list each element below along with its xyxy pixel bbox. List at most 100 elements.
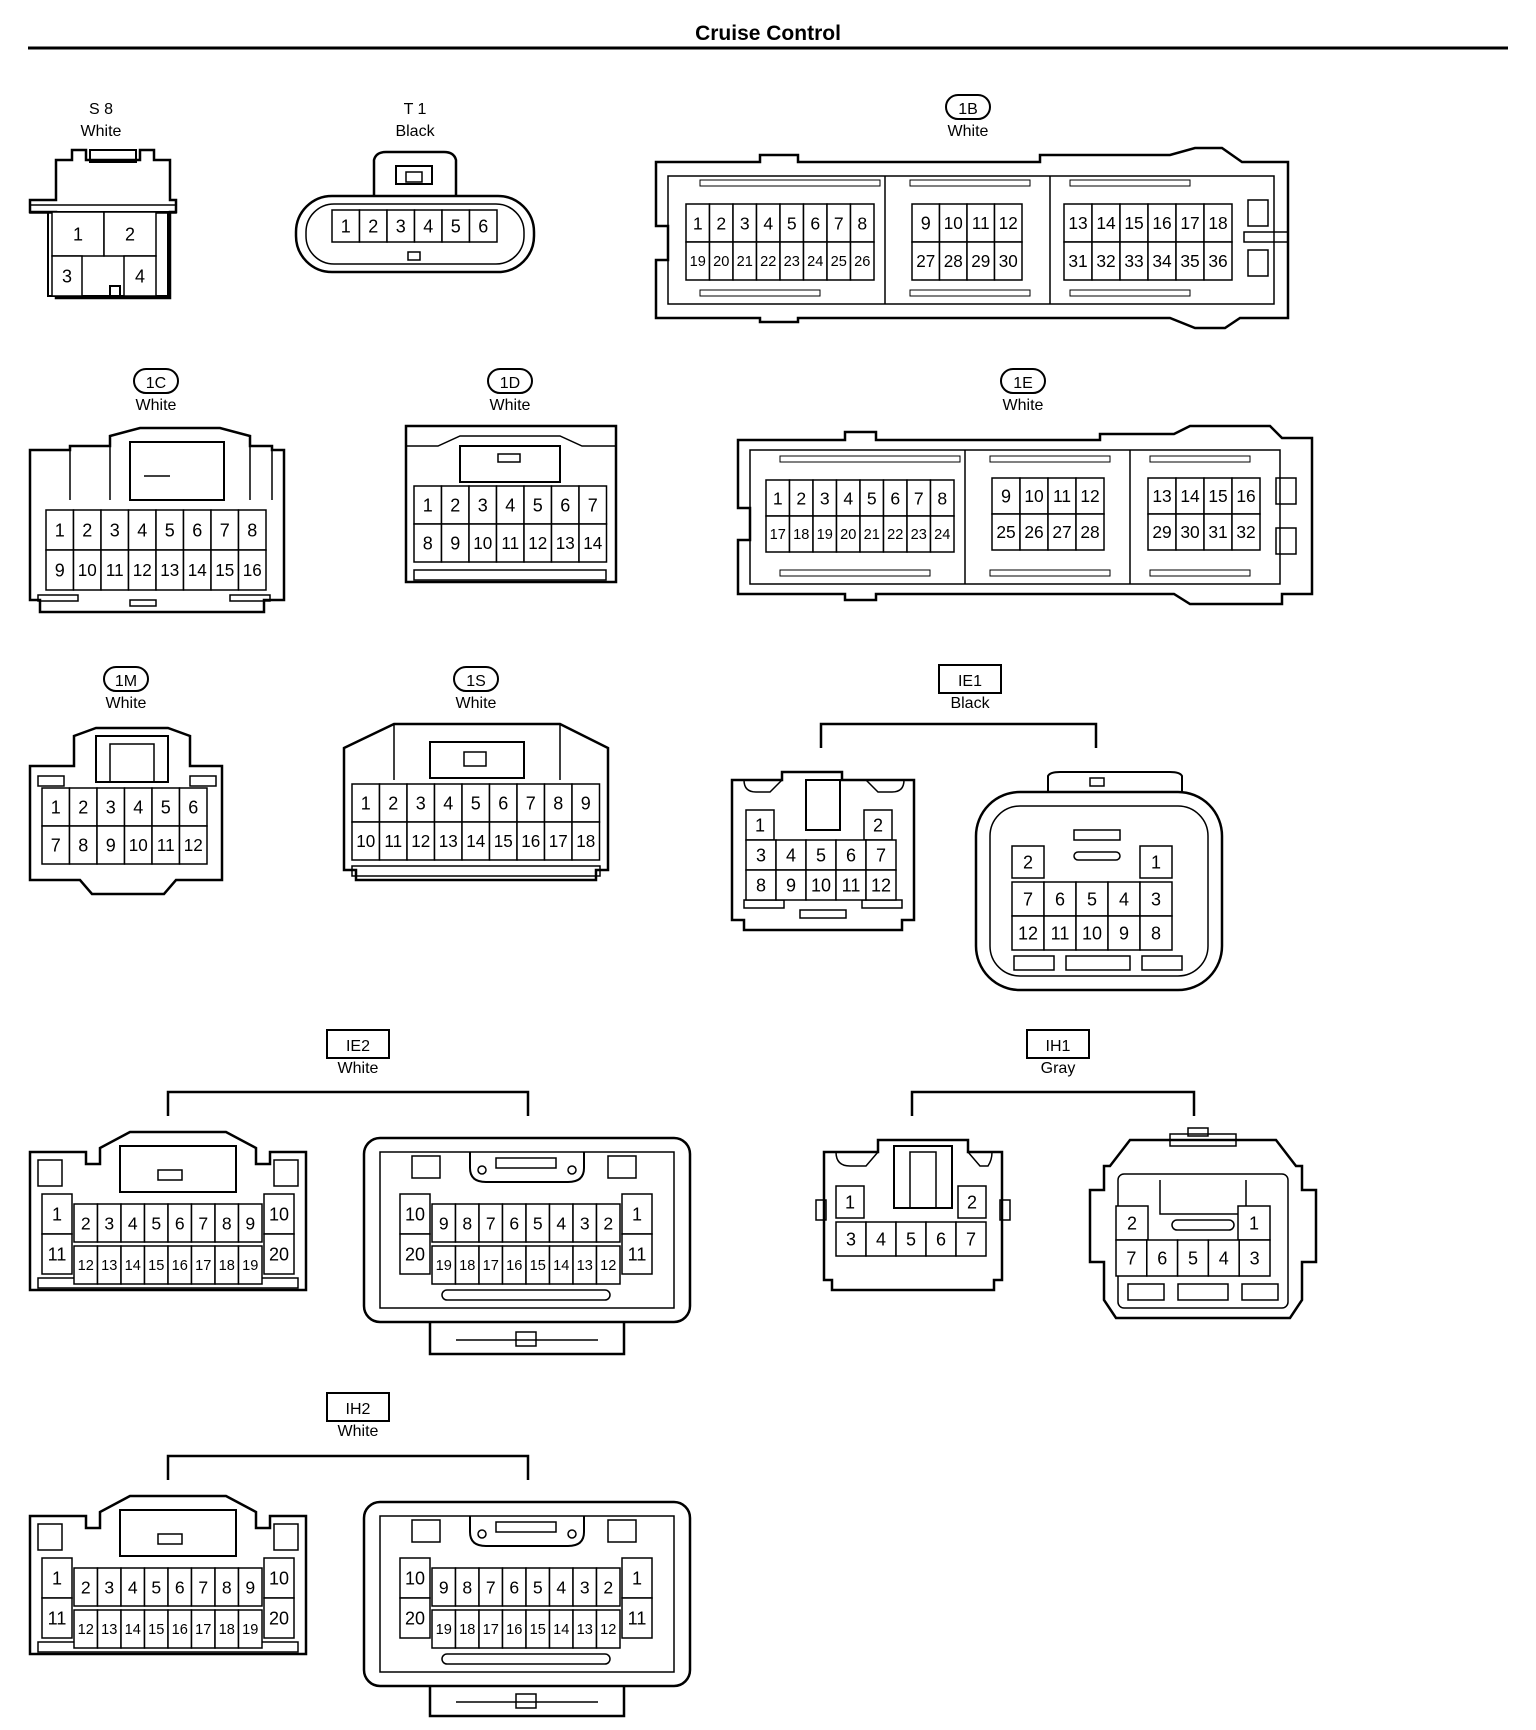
pin-1: 1	[41, 1193, 73, 1235]
pin-9: 9	[431, 1203, 457, 1243]
pin-2: 2	[72, 509, 102, 551]
pin-24: 24	[929, 515, 955, 553]
pin-2: 2	[957, 1185, 987, 1219]
pin-label: 7	[198, 1577, 208, 1597]
pin-label: 2	[81, 1213, 91, 1233]
pin-12: 12	[595, 1245, 621, 1285]
pin-10: 10	[351, 821, 381, 861]
pin-label: 4	[443, 793, 453, 813]
pin-3: 3	[1139, 881, 1173, 917]
pin-label: 6	[846, 845, 856, 865]
pin-label: 3	[62, 266, 72, 286]
pin-16: 16	[516, 821, 546, 861]
pin-label: 15	[1208, 486, 1227, 506]
pin-10: 10	[263, 1193, 295, 1235]
pin-label: 9	[786, 875, 796, 895]
pin-3: 3	[732, 203, 758, 243]
pin-10: 10	[123, 825, 153, 865]
pin-9: 9	[237, 1203, 263, 1243]
pin-label: 5	[816, 845, 826, 865]
pin-7: 7	[578, 485, 608, 525]
pin-label: 6	[498, 793, 508, 813]
pin-6: 6	[802, 203, 828, 243]
pin-11: 11	[621, 1233, 653, 1275]
pin-label: 7	[588, 495, 598, 515]
pin-18: 18	[571, 821, 601, 861]
pin-label: 31	[1208, 522, 1227, 542]
pin-label: 25	[996, 522, 1015, 542]
pin-label: 14	[553, 1258, 569, 1274]
pin-label: 7	[486, 1577, 496, 1597]
pin-5: 5	[143, 1203, 169, 1243]
code-box	[326, 1029, 390, 1059]
pin-label: 17	[483, 1258, 499, 1274]
pin-29: 29	[1147, 513, 1177, 551]
pin-label: 8	[462, 1213, 472, 1233]
pin-15: 15	[525, 1609, 551, 1649]
pin-label: 4	[1219, 1248, 1229, 1268]
pin-label: 9	[450, 533, 460, 553]
pin-label: 14	[125, 1258, 141, 1274]
pin-10: 10	[938, 203, 968, 243]
pin-11: 11	[495, 523, 525, 563]
pin-label: 7	[834, 213, 844, 233]
pin-4: 4	[1107, 881, 1141, 917]
connector-code: S 8	[89, 101, 113, 118]
connector-code: IE2	[346, 1038, 370, 1055]
pin-label: 27	[916, 252, 935, 271]
pin-12: 12	[73, 1245, 99, 1285]
pin-label: 4	[423, 216, 433, 236]
pin-label: 9	[439, 1213, 449, 1233]
pin-label: 15	[148, 1622, 164, 1638]
pin-5: 5	[155, 509, 185, 551]
pin-4: 4	[755, 203, 781, 243]
code-oval	[133, 368, 179, 394]
pin-7: 7	[1011, 881, 1045, 917]
pin-label: 8	[78, 835, 88, 855]
pin-label: 10	[356, 832, 375, 851]
pin-label: 8	[553, 793, 563, 813]
pin-label: 20	[269, 1608, 289, 1628]
pin-label: 6	[188, 797, 198, 817]
pin-6: 6	[468, 209, 498, 243]
pin-label: 6	[175, 1577, 185, 1597]
connector-ih1-female-housing	[822, 1138, 1004, 1292]
connector-ie1-male-housing	[974, 790, 1224, 992]
pin-label: 8	[222, 1213, 232, 1233]
code-oval	[487, 368, 533, 394]
pin-label: 34	[1152, 251, 1172, 271]
pin-15: 15	[1119, 203, 1149, 243]
pin-label: 1	[632, 1204, 642, 1224]
pin-label: 9	[55, 560, 65, 580]
pin-11: 11	[835, 869, 867, 901]
pin-label: 2	[796, 488, 806, 508]
pin-11: 11	[1047, 477, 1077, 515]
pin-14: 14	[120, 1609, 146, 1649]
pin-label: 8	[423, 533, 433, 553]
connector-code: T 1	[404, 101, 427, 118]
pin-15: 15	[525, 1245, 551, 1285]
pin-label: 6	[175, 1213, 185, 1233]
pin-4: 4	[123, 787, 153, 827]
pin-4: 4	[120, 1203, 146, 1243]
pin-label: 12	[411, 832, 430, 851]
pin-22: 22	[755, 241, 781, 281]
pin-9: 9	[775, 869, 807, 901]
pin-10: 10	[805, 869, 837, 901]
pin-label: 12	[78, 1258, 94, 1274]
pin-11: 11	[41, 1597, 73, 1639]
pin-label: 7	[876, 845, 886, 865]
pin-19: 19	[431, 1609, 457, 1649]
pin-label: 30	[999, 252, 1018, 271]
connector-color: Black	[395, 123, 435, 140]
connector-ie1-female-housing	[730, 770, 916, 932]
pin-7: 7	[906, 479, 932, 517]
pin-label: 2	[125, 224, 135, 244]
pin-6: 6	[501, 1203, 527, 1243]
pin-label: 24	[807, 254, 823, 270]
